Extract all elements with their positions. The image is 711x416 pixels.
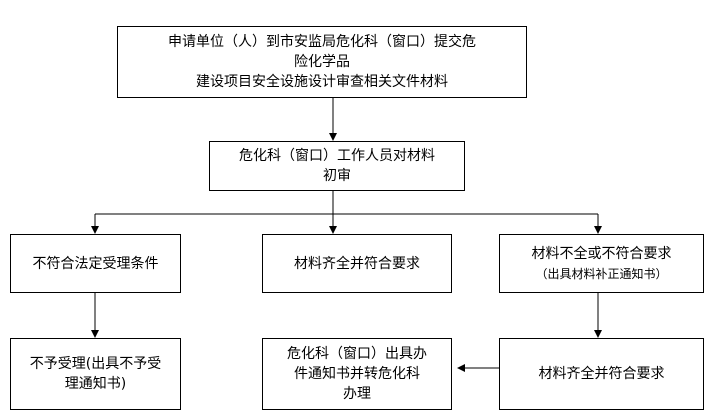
box-submit-line-1: 申请单位（人）到市安监局危化科（窗口）提交危 <box>168 34 476 50</box>
box-submit-line-3: 建设项目安全设施设计审查相关文件材料 <box>196 74 448 90</box>
box-incomplete-line-1: 材料不全或不符合要求 <box>531 245 672 262</box>
box-reject-line-2: 理通知书) <box>64 376 127 392</box>
box-complete-right-line-1: 材料齐全并符合要求 <box>538 366 665 382</box>
box-incomplete-line-2: （出具材料补正通知书） <box>535 266 668 281</box>
box-materials-complete-middle: 材料齐全并符合要求 <box>262 234 452 293</box>
box-reject-line-1: 不予受理(出具不予受 <box>29 356 162 372</box>
box-issue-notice: 危化科（窗口）出具办 件通知书并转危化科 办理 <box>262 338 452 410</box>
box-materials-complete-right: 材料齐全并符合要求 <box>499 338 704 410</box>
box-issue-line-1: 危化科（窗口）出具办 <box>287 346 427 362</box>
box-reject-acceptance: 不予受理(出具不予受 理通知书) <box>10 338 181 410</box>
box-complete-mid-line-1: 材料齐全并符合要求 <box>294 255 420 272</box>
box-initial-review: 危化科（窗口）工作人员对材料 初审 <box>209 141 465 191</box>
box-review-line-2: 初审 <box>323 168 351 184</box>
box-submit-line-2: 险化学品 <box>294 54 350 70</box>
box-not-meet-line-1: 不符合法定受理条件 <box>32 255 159 272</box>
box-issue-line-2: 件通知书并转危化科 <box>294 366 420 382</box>
box-review-line-1: 危化科（窗口）工作人员对材料 <box>239 148 435 164</box>
box-issue-line-3: 办理 <box>343 386 371 402</box>
box-not-meet-conditions: 不符合法定受理条件 <box>10 234 181 293</box>
box-submit-application: 申请单位（人）到市安监局危化科（窗口）提交危 险化学品 建设项目安全设施设计审查… <box>117 26 527 98</box>
box-materials-incomplete: 材料不全或不符合要求 （出具材料补正通知书） <box>499 234 704 293</box>
